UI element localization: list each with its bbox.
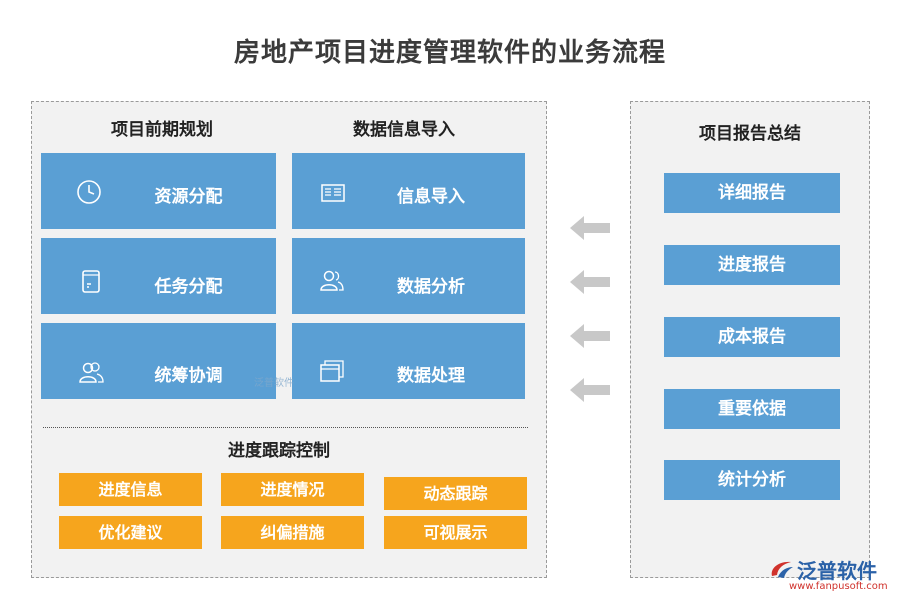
left-arrow-icon [570, 270, 610, 294]
report-item: 详细报告 [664, 173, 840, 213]
report-item: 重要依据 [664, 389, 840, 429]
left-arrow-icon [570, 378, 610, 402]
tracking-item: 可视展示 [384, 516, 527, 549]
windows-icon [320, 360, 344, 382]
tracking-heading: 进度跟踪控制 [228, 441, 330, 461]
planning-card-coordinate: 统筹协调 [41, 323, 276, 399]
report-heading: 项目报告总结 [699, 124, 801, 144]
import-card-processing: 数据处理 [292, 323, 525, 399]
tracking-item: 优化建议 [59, 516, 202, 549]
planning-card-label: 任务分配 [154, 277, 223, 297]
logo-name: 泛普软件 [797, 559, 877, 583]
planning-heading: 项目前期规划 [111, 120, 213, 140]
tracking-item: 动态跟踪 [384, 477, 527, 510]
tracking-item: 纠偏措施 [221, 516, 364, 549]
report-item: 统计分析 [664, 460, 840, 500]
brand-logo: 泛普软件 www.fanpusoft.com [769, 556, 894, 596]
import-card-label: 信息导入 [397, 187, 465, 207]
form-icon [321, 184, 345, 202]
import-heading: 数据信息导入 [353, 120, 455, 140]
watermark: 泛普软件 [254, 378, 294, 389]
report-item: 进度报告 [664, 245, 840, 285]
import-card-label: 数据分析 [397, 277, 465, 297]
diagram-title: 房地产项目进度管理软件的业务流程 [233, 38, 666, 68]
planning-card-resource: 资源分配 [41, 153, 276, 229]
import-card-analysis: 数据分析 [292, 238, 525, 314]
tracking-item: 进度情况 [221, 473, 364, 506]
tracking-item: 进度信息 [59, 473, 202, 506]
users-icon [79, 362, 104, 383]
logo-mark-icon [771, 561, 793, 578]
section-divider [43, 427, 528, 428]
planning-card-label: 统筹协调 [154, 366, 223, 386]
report-item: 成本报告 [664, 317, 840, 357]
document-icon [82, 270, 100, 293]
logo-url: www.fanpusoft.com [789, 581, 888, 592]
planning-card-task: 任务分配 [41, 238, 276, 314]
user-group-icon [320, 270, 344, 291]
left-arrow-icon [570, 324, 610, 348]
import-card-label: 数据处理 [397, 366, 465, 386]
clock-icon [77, 180, 101, 204]
import-card-info: 信息导入 [292, 153, 525, 229]
planning-card-label: 资源分配 [154, 187, 223, 207]
left-arrow-icon [570, 216, 610, 240]
